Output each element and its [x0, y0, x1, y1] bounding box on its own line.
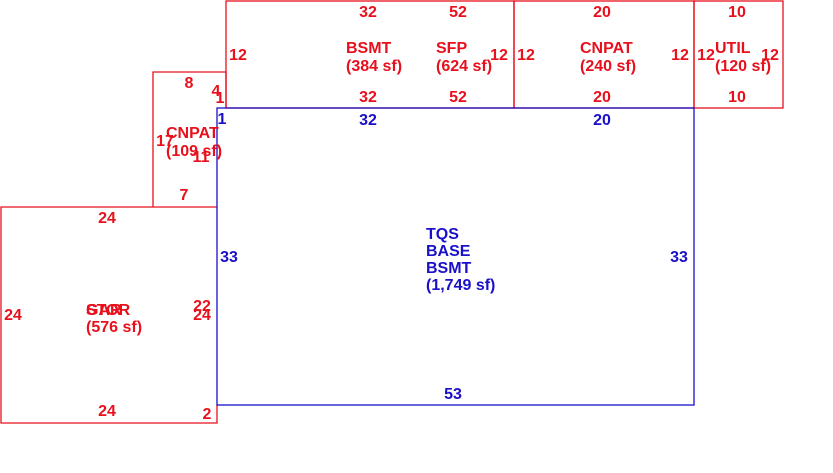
cnpat-top-dim-top: 20 — [593, 4, 611, 21]
garage-dim-top: 24 — [98, 210, 116, 227]
garage-dim-right-b: 24 — [193, 307, 211, 324]
cnpat-top-dim-left: 12 — [517, 47, 535, 64]
main-area-label-line3: BSMT — [426, 260, 472, 277]
cnpat-left-dim-top: 8 — [185, 75, 194, 92]
main-area-label-line1: TQS — [426, 226, 459, 243]
bsmt-area: BSMT (384 sf) 32 32 12 — [229, 4, 402, 106]
cnpat-top-area: CNPAT (240 sf) 20 20 12 12 — [517, 4, 689, 106]
garage-dim-left: 24 — [4, 307, 22, 324]
garage-dim-right-a: 22 — [193, 298, 211, 315]
cnpat-top-dim-bottom: 20 — [593, 89, 611, 106]
cnpat-top-dim-right: 12 — [671, 47, 689, 64]
garage-label-b: STOR — [86, 302, 131, 319]
util-dim-left: 12 — [697, 47, 715, 64]
bsmt-dim-bottom: 32 — [359, 89, 377, 106]
main-dim-right: 33 — [670, 249, 688, 266]
cnpat-left-size: (109 sf) — [166, 143, 222, 160]
sfp-size: (624 sf) — [436, 58, 492, 75]
garage-label-a: GAR — [86, 302, 122, 319]
cnpat-left-outline — [152, 71, 227, 207]
garage-area: GAR STOR (576 sf) 24 24 24 22 24 2 — [4, 210, 211, 423]
util-dim-right: 12 — [761, 47, 779, 64]
cnpat-left-dim-inner: 11 — [193, 149, 210, 166]
garage-size: (576 sf) — [86, 319, 142, 336]
cnpat-top-label: CNPAT — [580, 40, 633, 57]
garage-dim-corner: 2 — [203, 406, 212, 423]
util-label: UTIL — [715, 40, 751, 57]
bsmt-dim-left: 12 — [229, 47, 247, 64]
main-dim-left: 33 — [220, 249, 238, 266]
main-dim-top: 32 — [359, 112, 377, 129]
sfp-area: SFP (624 sf) 52 52 12 — [436, 4, 508, 106]
cnpat-left-area: CNPAT (109 sf) 8 4 1 17 11 7 — [156, 75, 224, 204]
util-size: (120 sf) — [715, 58, 771, 75]
cnpat-left-dim-bottom: 7 — [180, 187, 189, 204]
util-dim-top: 10 — [728, 4, 746, 21]
util-area: UTIL (120 sf) 10 10 12 12 — [697, 4, 779, 106]
util-outline — [693, 0, 784, 109]
main-base-outline — [216, 107, 695, 406]
sfp-dim-top: 52 — [449, 4, 467, 21]
area-outlines — [0, 0, 784, 424]
main-area: TQS BASE BSMT (1,749 sf) 32 20 33 33 53 … — [218, 111, 688, 403]
main-area-label-line2: BASE — [426, 243, 471, 260]
sfp-dim-bottom: 52 — [449, 89, 467, 106]
garage-dim-bottom: 24 — [98, 403, 116, 420]
garage-outline — [0, 206, 218, 424]
bsmt-label: BSMT — [346, 40, 392, 57]
cnpat-left-dim-left: 17 — [156, 133, 174, 150]
cnpat-left-dim-side-b: 1 — [216, 90, 225, 107]
cnpat-left-dim-side-a: 4 — [212, 83, 221, 100]
main-dim-top-right: 20 — [593, 112, 611, 129]
bsmt-size: (384 sf) — [346, 58, 402, 75]
cnpat-top-size: (240 sf) — [580, 58, 636, 75]
main-dim-corner: 1 — [218, 111, 227, 128]
main-dim-bottom: 53 — [444, 386, 462, 403]
bsmt-dim-top: 32 — [359, 4, 377, 21]
sfp-label: SFP — [436, 40, 467, 57]
util-dim-bottom: 10 — [728, 89, 746, 106]
main-area-size: (1,749 sf) — [426, 277, 495, 294]
sfp-dim-right: 12 — [490, 47, 508, 64]
cnpat-left-label: CNPAT — [166, 125, 219, 142]
